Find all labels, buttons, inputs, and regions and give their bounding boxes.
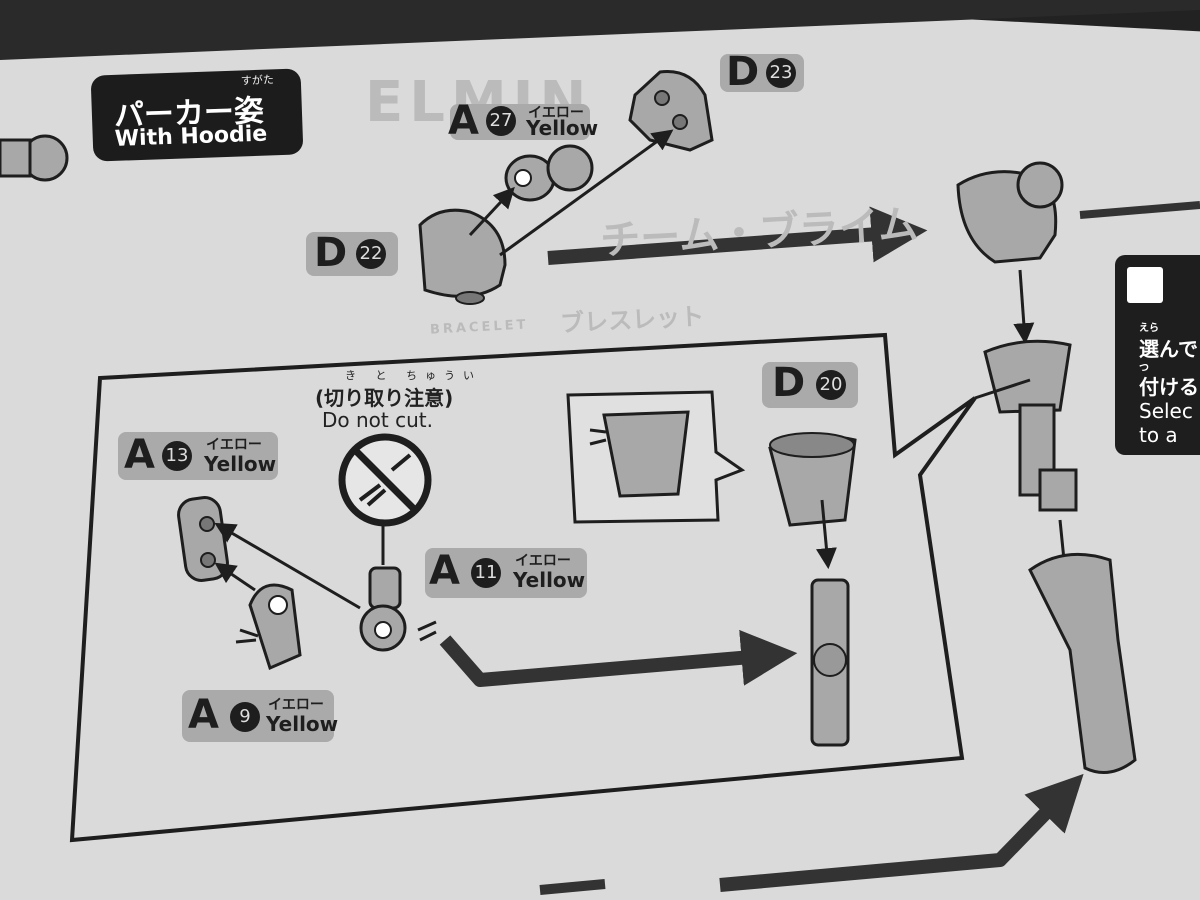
header-title-en: With Hoodie	[114, 122, 267, 152]
select-instruction-box: えら 選んで つ 付ける Selec to a	[1115, 255, 1200, 455]
a11-color-en: Yellow	[513, 570, 585, 590]
d20-number: 20	[816, 370, 846, 400]
select-icon	[1127, 267, 1163, 303]
label-a27: A 27 イエロー Yellow	[450, 104, 590, 140]
d22-number: 22	[356, 239, 386, 269]
select-line3: Selec	[1139, 399, 1193, 423]
caution-jp: (切り取り注意)	[315, 382, 453, 411]
select-line2: 付ける	[1139, 371, 1199, 400]
label-d23: D 23	[720, 54, 804, 92]
d20-letter: D	[772, 360, 805, 406]
assembled-neck-cup	[985, 341, 1070, 412]
a13-color-en: Yellow	[204, 454, 276, 474]
label-a11: A 11 イエロー Yellow	[425, 548, 587, 598]
select-ruby1: えら	[1139, 319, 1159, 334]
caution-en: Do not cut.	[322, 408, 433, 432]
d23-number: 23	[766, 58, 796, 88]
a27-number: 27	[486, 106, 516, 136]
a9-number: 9	[230, 702, 260, 732]
cup-part-detail	[604, 412, 688, 496]
a9-letter: A	[188, 692, 219, 738]
a9-color-en: Yellow	[266, 714, 338, 734]
d22-letter: D	[314, 230, 347, 276]
a9-color-jp: イエロー	[268, 698, 324, 712]
d23-letter: D	[726, 49, 759, 95]
a11-letter: A	[429, 548, 460, 594]
select-line4: to a	[1139, 423, 1178, 447]
a27-color-en: Yellow	[526, 118, 598, 138]
a27-letter: A	[448, 98, 479, 144]
label-d22: D 22	[306, 232, 398, 276]
label-a13: A 13 イエロー Yellow	[118, 432, 278, 480]
a11-number: 11	[471, 558, 501, 588]
caution-ruby: き と ちゅうい	[345, 367, 482, 383]
a13-color-jp: イエロー	[206, 438, 262, 452]
part-a11	[370, 568, 400, 608]
label-d20: D 20	[762, 362, 858, 408]
a13-letter: A	[124, 432, 155, 478]
label-a9: A 9 イエロー Yellow	[182, 690, 334, 742]
a11-color-jp: イエロー	[515, 554, 571, 568]
section-header: すがた パーカー姿 With Hoodie	[91, 68, 304, 161]
a13-number: 13	[162, 441, 192, 471]
select-line1: 選んで	[1139, 333, 1198, 362]
